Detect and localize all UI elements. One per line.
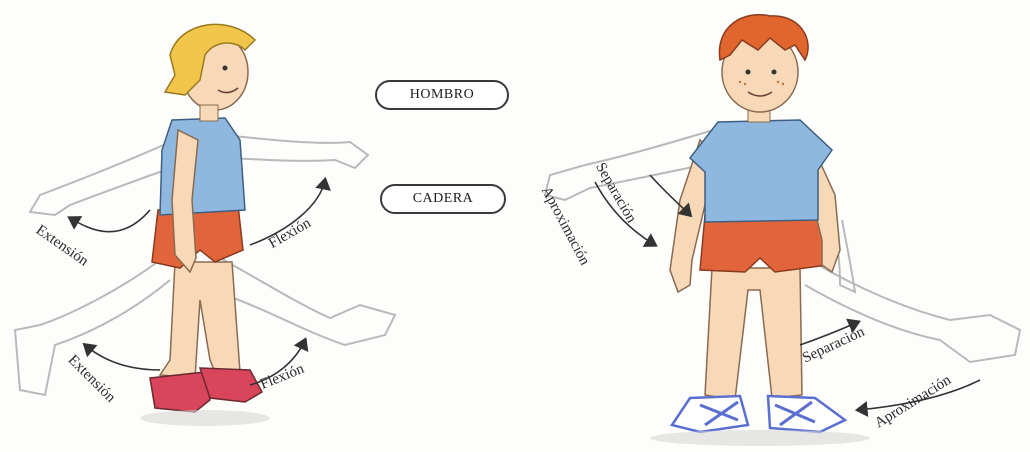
- left-shoe-back: [150, 372, 210, 412]
- left-legs: [160, 262, 240, 378]
- ghost-arm-front: [225, 135, 368, 168]
- left-eye: [223, 66, 228, 71]
- right-shoe-right: [768, 396, 845, 432]
- left-shadow: [140, 410, 270, 426]
- left-neck: [200, 105, 218, 121]
- right-shirt: [690, 120, 832, 222]
- right-shadow: [650, 430, 870, 446]
- right-eye-right: [772, 70, 777, 75]
- arm-extension-arrow: [70, 210, 150, 232]
- right-legs: [705, 268, 802, 400]
- leg-extension-arrow: [85, 345, 160, 370]
- right-eye-left: [746, 70, 751, 75]
- shoulder-badge: HOMBRO: [375, 80, 509, 110]
- ghost-arm-back: [30, 140, 180, 215]
- hip-badge: CADERA: [380, 184, 506, 214]
